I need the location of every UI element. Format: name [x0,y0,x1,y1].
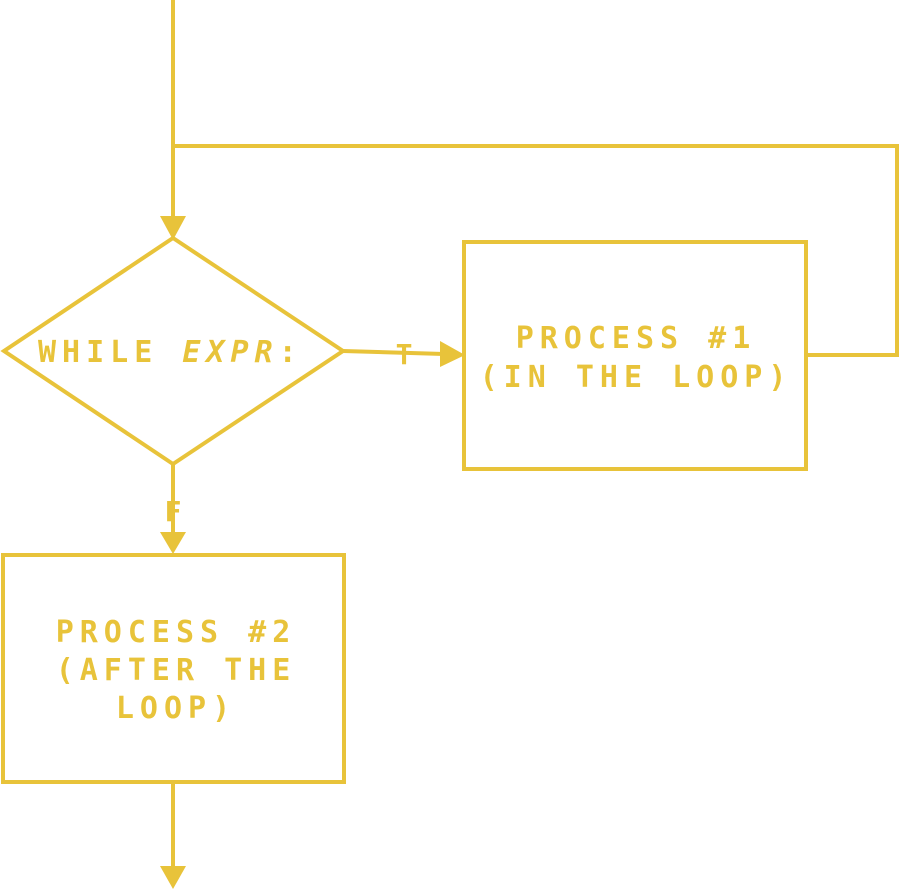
entry-arrowhead [160,216,186,240]
process-2-subtitle-continued: LOOP) [116,691,236,726]
condition-colon: : [279,335,303,370]
while-condition-label: WHILE EXPR: [38,335,303,370]
process-1-box [462,240,808,471]
exit-arrowhead [160,866,186,889]
true-branch-label: T [396,338,413,371]
condition-expression: EXPR [182,335,278,370]
true-branch-arrowhead [440,341,465,367]
process-2-subtitle: (AFTER THE [56,653,297,688]
while-keyword: WHILE [38,335,182,370]
loop-back-connector [173,144,899,357]
process-2-title: PROCESS #2 [56,615,297,650]
false-branch-arrowhead [160,532,186,554]
process-1-title: PROCESS #1 [516,321,757,356]
true-branch-connector [342,349,445,356]
process-1-subtitle: (IN THE LOOP) [480,360,793,395]
false-branch-label: F [165,495,182,528]
